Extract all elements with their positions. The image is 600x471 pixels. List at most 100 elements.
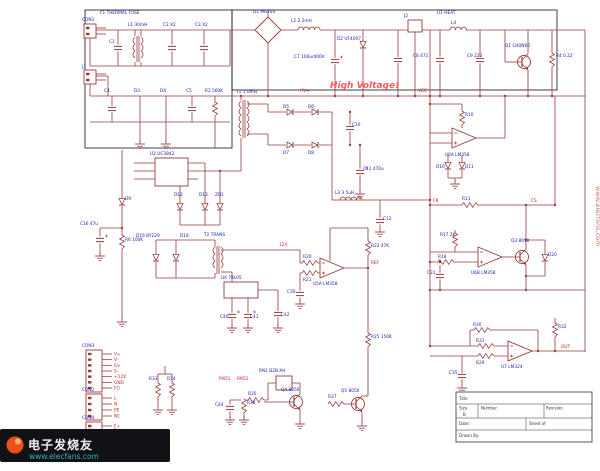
- ic-box: [275, 375, 293, 391]
- resistor-symbol: [247, 396, 265, 404]
- opamp-symbol: [319, 257, 346, 279]
- watermark-background: [0, 429, 170, 462]
- transformer-winding: [140, 36, 144, 59]
- component-label: Q4 8050: [281, 387, 300, 393]
- connector-pin: [88, 369, 92, 373]
- component-label: R33: [149, 376, 158, 382]
- connector-pin: [88, 386, 92, 390]
- junction-dot: [428, 94, 432, 98]
- diode-symbol: [172, 254, 180, 262]
- capacitor-symbol: [330, 57, 340, 65]
- junction-dot: [428, 203, 432, 207]
- component-label: C3 X2: [195, 22, 208, 28]
- component-label: D6: [308, 104, 314, 110]
- connector-pin: [88, 381, 92, 384]
- component-label: C42: [281, 312, 290, 318]
- resistor-symbol: [211, 101, 219, 117]
- component-label: R37: [328, 394, 337, 400]
- component-label: R21: [303, 277, 312, 283]
- side-watermark: www.elecfans.com: [594, 186, 600, 247]
- size-label: Size: [459, 406, 468, 411]
- component-label: C8 471: [413, 53, 429, 59]
- net-label: VCC: [418, 88, 427, 94]
- symbols-layer: [83, 16, 559, 435]
- diode-symbol: [216, 203, 224, 211]
- component-label: D10: [436, 164, 445, 170]
- hv-section-frame: [231, 9, 558, 91]
- capacitor-symbol: [225, 404, 235, 412]
- component-label: R6 100K: [125, 237, 143, 243]
- component-label: R30: [473, 322, 482, 328]
- diode-symbol: [286, 108, 294, 116]
- component-label: D13: [199, 192, 208, 198]
- diode-symbol: [444, 162, 452, 170]
- component-label: C7 100u/400V: [294, 54, 325, 60]
- component-label: C16 47u: [80, 221, 98, 227]
- ic-box: [154, 157, 189, 187]
- component-label: D9: [125, 196, 131, 202]
- capacitor-symbol: [355, 168, 365, 176]
- component-label: D19 BY229: [136, 233, 160, 239]
- resistor-symbol: [241, 399, 247, 413]
- junction-dot: [120, 226, 124, 230]
- transformer-winding: [212, 246, 216, 269]
- component-label: R29: [476, 360, 485, 366]
- transistor-symbol: [359, 408, 363, 413]
- capacitor-symbol: [107, 105, 117, 113]
- component-label: R25 150K: [371, 334, 392, 340]
- diode-symbol: [311, 141, 319, 149]
- diode-symbol: [176, 203, 184, 211]
- diode-symbol: [359, 41, 367, 49]
- component-label: R17 2K: [440, 232, 456, 238]
- diode-symbol: [176, 203, 184, 211]
- diode-symbol: [311, 108, 319, 116]
- resistor-symbol: [118, 234, 126, 250]
- title-block: Title Size B Number Revision Date: Sheet…: [455, 391, 593, 443]
- resistor-symbol: [478, 353, 494, 359]
- opamp-symbol: [477, 246, 504, 268]
- connector-box: [83, 69, 97, 85]
- component-label: U1 HEAT: [437, 10, 456, 16]
- diode-symbol: [286, 141, 294, 149]
- resistor-symbol: [478, 343, 494, 349]
- resistor-symbol: [452, 233, 458, 247]
- connector-pin-label: NC: [114, 414, 120, 420]
- transistor-symbol: [521, 53, 529, 61]
- connector-pin-label: S-: [114, 369, 119, 375]
- ic-box: [407, 19, 423, 33]
- transistor-symbol: [297, 406, 301, 411]
- junction-dot: [428, 102, 432, 106]
- component-label: Q3 8050: [511, 238, 530, 244]
- capacitor-symbol: [243, 312, 253, 320]
- connector-pin-label: L: [114, 396, 117, 402]
- transistor-symbol: [293, 393, 301, 401]
- resistor-symbol: [551, 322, 559, 338]
- component-label: L3 3.5uH: [335, 190, 354, 196]
- connector-pin: [88, 402, 92, 406]
- junction-dot: [526, 94, 530, 98]
- number-label: Number: [481, 406, 497, 411]
- component-label: U6B LM358: [471, 270, 496, 276]
- component-label: C31: [427, 270, 436, 276]
- component-label: D20: [548, 252, 557, 258]
- junction-dot: [438, 94, 442, 98]
- component-label: D11: [465, 164, 474, 170]
- junction-dot: [358, 143, 362, 147]
- watermark-banner: 电子发烧友 www.elecfans.com: [0, 429, 170, 462]
- component-label: RN1 B2B-XH: [259, 368, 285, 374]
- component-label: L4: [451, 20, 456, 26]
- revision-label: Revision: [546, 406, 563, 411]
- watermark-brand: 电子发烧友: [28, 437, 93, 452]
- junction-dot: [478, 94, 482, 98]
- junction-dot: [550, 94, 554, 98]
- connector-pin: [86, 26, 90, 30]
- connector-pin-label: FG: [114, 386, 120, 392]
- resistor-symbol: [365, 333, 371, 347]
- diode-symbol: [172, 254, 180, 262]
- title-label: Title: [458, 396, 468, 401]
- resistor-symbol: [438, 259, 454, 265]
- connector-pin-label: N: [114, 402, 117, 408]
- junction-dot: [413, 94, 417, 98]
- component-label: J2: [403, 13, 408, 19]
